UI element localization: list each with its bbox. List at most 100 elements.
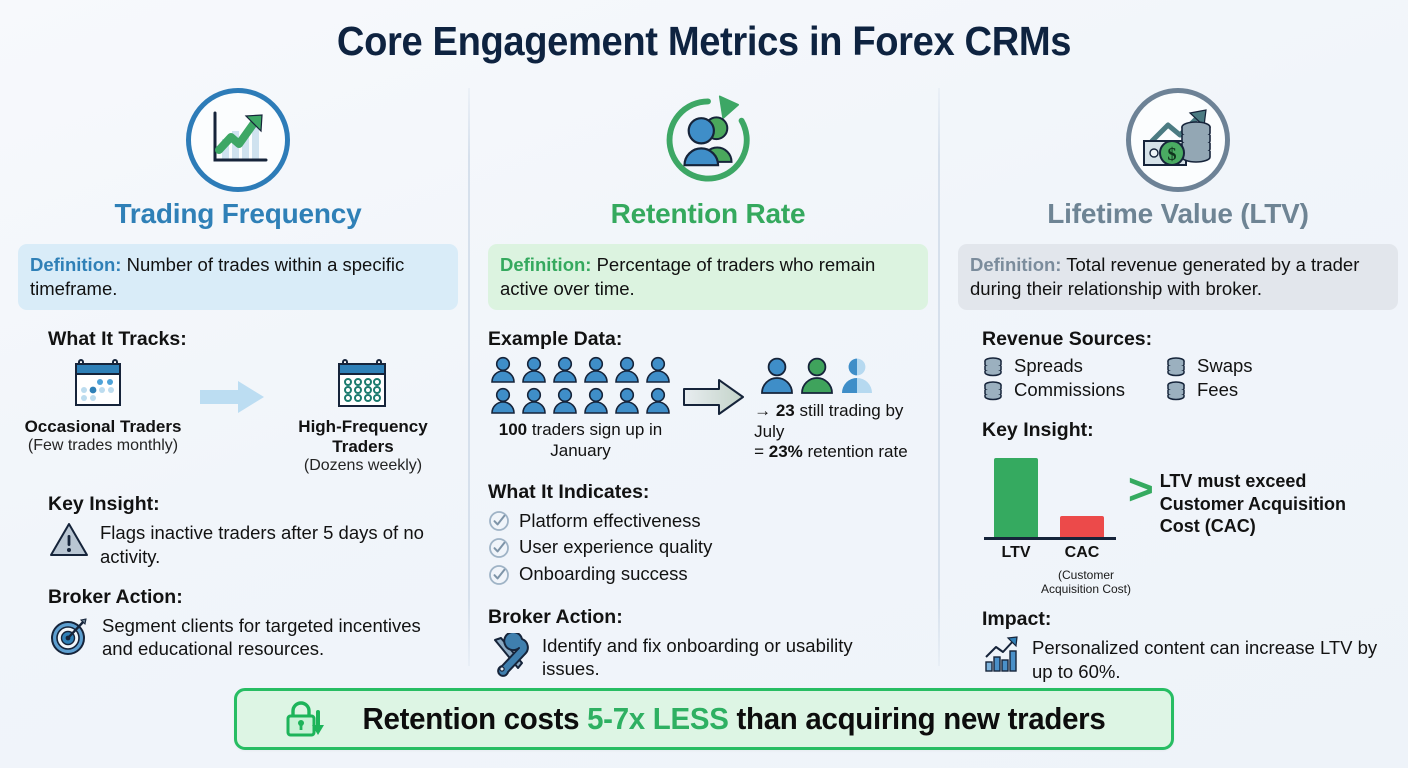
result-pct: 23% xyxy=(768,442,803,462)
definition-box-lifetime-value: Definition: Total revenue generated by a… xyxy=(958,244,1398,311)
revenue-source-item: Commissions xyxy=(982,379,1157,401)
section-head-what-it-indicates: What It Indicates: xyxy=(488,480,650,503)
column-title-lifetime-value: Lifetime Value (LTV) xyxy=(1047,198,1309,229)
person-icon xyxy=(758,355,796,397)
banner-text: Retention costs 5-7x LESS than acquiring… xyxy=(363,701,1106,737)
ltv-vs-cac-chart: LTV CAC (Customer Acquisition Cost) > LT… xyxy=(982,446,1398,595)
definition-text: Total revenue generated by a trader duri… xyxy=(970,254,1360,299)
broker-action-text-2: Identify and fix onboarding or usability… xyxy=(542,634,853,680)
users-recycle-icon xyxy=(656,88,760,192)
result-count: 23 xyxy=(775,401,795,421)
example-caption-right: → 23 still trading by July = 23% retenti… xyxy=(754,401,928,462)
person-icon xyxy=(519,386,549,416)
calendar-sparse-icon xyxy=(18,355,188,413)
bar-label-cac: CAC xyxy=(1064,544,1100,562)
bar-sublabel-cac: (Customer Acquisition Cost) xyxy=(1040,567,1132,596)
person-icon xyxy=(612,355,642,385)
definition-label: Definition: xyxy=(30,254,122,275)
section-head-revenue-sources: Revenue Sources: xyxy=(982,328,1153,351)
page-title: Core Engagement Metrics in Forex CRMs xyxy=(336,18,1072,64)
revenue-source-label: Fees xyxy=(1197,379,1239,401)
coins-icon xyxy=(982,379,1006,401)
definition-box-trading-frequency: Definition: Number of trades within a sp… xyxy=(18,244,458,311)
key-insight-row: Flags inactive traders after 5 days of n… xyxy=(48,520,458,568)
broker-action-row-2: Identify and fix onboarding or usability… xyxy=(488,632,928,681)
check-circle-icon xyxy=(488,510,510,532)
person-icon xyxy=(488,355,518,385)
result-eq: = xyxy=(754,442,769,462)
impact-row: Personalized content can increase LTV by… xyxy=(982,635,1398,683)
banner-text-post: than acquiring new traders xyxy=(728,701,1106,736)
section-head-key-insight: Key Insight: xyxy=(48,493,160,516)
revenue-sources-grid: Spreads Swaps Commissions Fees xyxy=(982,355,1398,401)
example-arrow-icon xyxy=(677,355,750,417)
impact-text: Personalized content can increase LTV by… xyxy=(1032,637,1378,682)
revenue-source-label: Commissions xyxy=(1014,379,1126,401)
example-100-traders: 100 traders sign up in January xyxy=(488,355,673,461)
example-caption-rest: traders sign up in January xyxy=(527,420,663,460)
calendar-dense-icon xyxy=(278,355,448,413)
result-text: still trading by July xyxy=(754,401,904,441)
track-label: Occasional Traders xyxy=(24,417,182,437)
example-caption-count: 100 xyxy=(498,420,528,440)
revenue-source-label: Swaps xyxy=(1197,355,1253,377)
track-high-frequency-traders: High-Frequency Traders (Dozens weekly) xyxy=(278,355,448,475)
bar-cac xyxy=(1060,516,1104,539)
section-head-impact: Impact: xyxy=(982,608,1052,631)
money-coins-icon: $ xyxy=(1126,88,1230,192)
revenue-source-item: Swaps xyxy=(1165,355,1398,377)
person-icon xyxy=(550,355,580,385)
section-head-key-insight-3: Key Insight: xyxy=(982,419,1094,442)
check-circle-icon xyxy=(488,564,510,586)
chart-baseline xyxy=(984,537,1116,541)
person-icon-partial xyxy=(838,355,876,397)
warning-triangle-icon xyxy=(48,520,90,560)
example-data-visual: 100 traders sign up in January xyxy=(488,355,928,462)
column-title-trading-frequency: Trading Frequency xyxy=(114,198,362,229)
definition-text: Number of trades within a specific timef… xyxy=(30,254,405,299)
person-icon xyxy=(519,355,549,385)
result-arrow: → xyxy=(754,401,772,421)
section-head-what-it-tracks: What It Tracks: xyxy=(48,328,187,351)
result-pct-rest: retention rate xyxy=(802,442,908,462)
chart-increasing-icon xyxy=(982,635,1022,675)
list-item: User experience quality xyxy=(488,534,928,561)
target-dartboard-icon xyxy=(48,613,92,657)
coins-icon xyxy=(982,355,1006,377)
revenue-source-label: Spreads xyxy=(1014,355,1083,377)
person-icon xyxy=(643,386,673,416)
lock-down-arrow-icon xyxy=(283,696,329,742)
person-icon xyxy=(581,355,611,385)
people-row-23 xyxy=(754,355,928,397)
column-divider-2 xyxy=(938,88,940,666)
definition-text: Percentage of traders who remain active … xyxy=(500,254,876,299)
bar-label-ltv: LTV xyxy=(1001,544,1031,562)
track-label: High-Frequency Traders xyxy=(298,417,428,457)
tracks-row: Occasional Traders (Few trades monthly) xyxy=(18,355,458,475)
chart-growth-icon xyxy=(186,88,290,192)
ltv-exceeds-cac-note: LTV must exceed Customer Acquisition Cos… xyxy=(1159,471,1347,536)
key-insight-text: Flags inactive traders after 5 days of n… xyxy=(100,522,424,567)
definition-label: Definition: xyxy=(970,254,1062,275)
broker-action-row: Segment clients for targeted incentives … xyxy=(48,613,458,661)
section-head-example-data: Example Data: xyxy=(488,328,623,351)
retention-rate-icon-wrap xyxy=(488,88,928,192)
indicates-label: Platform effectiveness xyxy=(519,509,701,531)
trading-frequency-icon-wrap xyxy=(18,88,458,192)
definition-box-retention-rate: Definition: Percentage of traders who re… xyxy=(488,244,928,311)
list-item: Onboarding success xyxy=(488,561,928,588)
column-lifetime-value: $ Lifetime Value (LTV) Definition: Total… xyxy=(958,88,1398,683)
person-icon xyxy=(612,386,642,416)
column-retention-rate: Retention Rate Definition: Percentage of… xyxy=(488,88,928,681)
person-icon xyxy=(581,386,611,416)
person-icon xyxy=(488,386,518,416)
bottom-banner: Retention costs 5-7x LESS than acquiring… xyxy=(234,688,1174,750)
column-trading-frequency: Trading Frequency Definition: Number of … xyxy=(18,88,458,661)
indicates-label: Onboarding success xyxy=(519,563,688,585)
wrench-screwdriver-icon xyxy=(488,632,532,677)
section-head-broker-action: Broker Action: xyxy=(48,585,183,608)
indicates-list: Platform effectiveness User experience q… xyxy=(488,508,928,588)
check-circle-icon xyxy=(488,537,510,559)
revenue-source-item: Spreads xyxy=(982,355,1157,377)
